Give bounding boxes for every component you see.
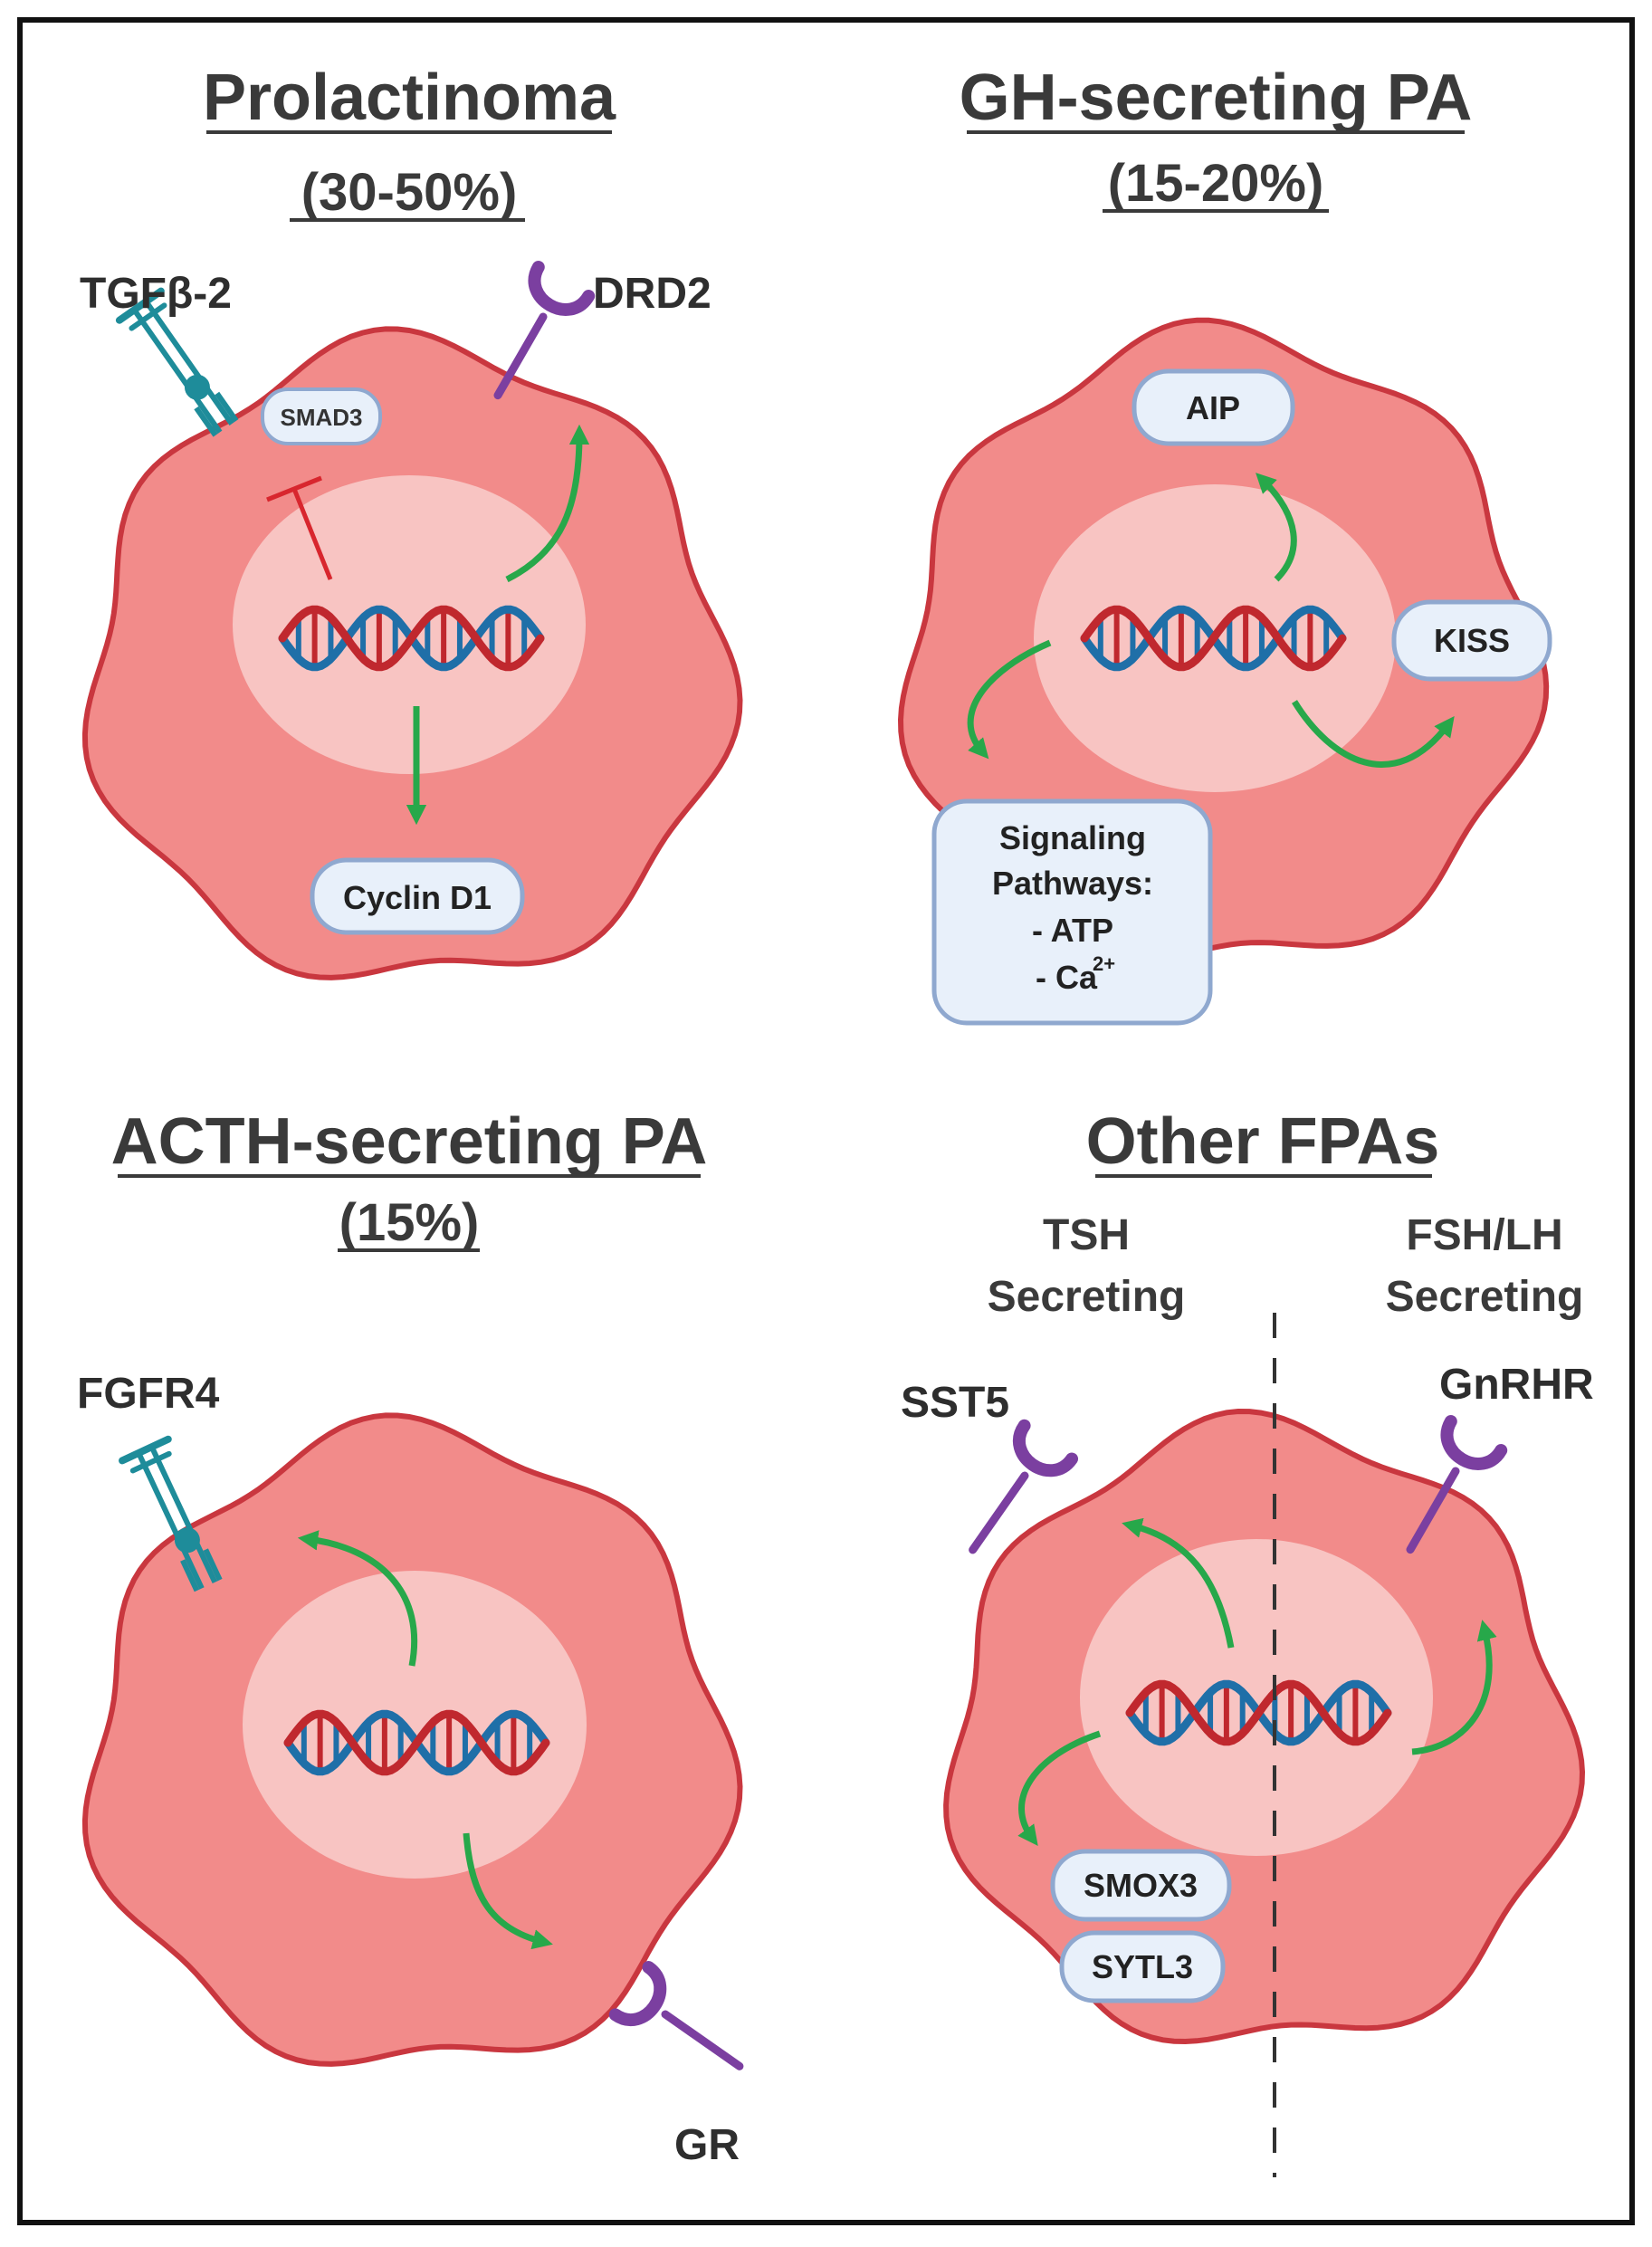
fgfr4-receptor-icon [119, 1435, 223, 1592]
panel-gh-secreting: GH-secreting PA (15-20%) AIP KISS Signal… [897, 62, 1552, 1026]
receptor-stem [969, 1471, 1029, 1554]
drd2-label: DRD2 [593, 270, 711, 318]
gh-dna-icon [1080, 605, 1347, 672]
tgfb2-label: TGFβ-2 [80, 270, 232, 318]
dna-strand [1080, 605, 1347, 672]
drd2-receptor-icon [493, 261, 596, 400]
receptor-tail [194, 406, 218, 437]
arrow-dna-to-signaling [967, 639, 1052, 760]
receptor-cup [1440, 1415, 1508, 1470]
signaling-line-4: - Ca [1036, 959, 1098, 996]
acth-dna-icon [283, 1709, 550, 1776]
signaling-pathways-box [931, 798, 1213, 1026]
arrow-dna-to-gnrhr [1411, 1620, 1497, 1755]
receptor-kinase [174, 1527, 200, 1554]
gr-receptor-icon [608, 1960, 744, 2070]
receptor-tail [203, 1548, 223, 1582]
signaling-ca-superscript: 2+ [1093, 952, 1115, 975]
smox3-label: SMOX3 [1084, 1867, 1198, 1904]
sst5-label: SST5 [901, 1379, 1009, 1427]
gh-percent: (15-20%) [1108, 154, 1324, 213]
dna-strand [283, 1709, 550, 1776]
receptor-head [129, 302, 167, 331]
arrow-dna-to-gr [463, 1832, 553, 1950]
aip-box [1132, 368, 1295, 446]
figure-frame [17, 17, 1635, 2225]
fgfr4-label: FGFR4 [77, 1370, 220, 1418]
receptor-tail [215, 391, 239, 423]
smad3-box [261, 387, 382, 445]
fshlh-label-line-1: FSH/LH [1406, 1211, 1562, 1259]
inhibition-arrow-smad3 [266, 475, 333, 580]
prolactinoma-percent: (30-50%) [301, 163, 518, 222]
receptor-head [129, 1450, 172, 1474]
receptor-chain [143, 300, 234, 425]
receptor-chain [136, 1451, 205, 1590]
receptor-stem [661, 2010, 744, 2070]
acth-percent: (15%) [339, 1193, 480, 1252]
panel-other-fpas: Other FPAs TSH Secreting FSH/LH Secretin… [901, 1105, 1594, 2177]
gnrhr-receptor-icon [1406, 1415, 1508, 1554]
receptor-cup [528, 261, 596, 316]
tsh-label-line-1: TSH [1043, 1211, 1130, 1259]
receptor-head [115, 287, 165, 324]
panel-acth-secreting: ACTH-secreting PA (15%) FGFR4 GR [77, 1105, 744, 2169]
signaling-line-2: Pathways: [992, 865, 1153, 902]
signaling-line-1: Signaling [999, 819, 1146, 856]
receptor-stem [493, 312, 548, 400]
acth-nucleus [243, 1571, 587, 1879]
arrow-dna-to-aip [1256, 473, 1297, 582]
receptor-stem [1406, 1467, 1460, 1554]
receptor-cup [1012, 1419, 1079, 1477]
smad3-label: SMAD3 [280, 404, 362, 431]
sst5-receptor-icon [969, 1419, 1079, 1554]
other-nucleus [1080, 1539, 1433, 1856]
dna-strand [278, 605, 545, 672]
gnrhr-label: GnRHR [1439, 1361, 1594, 1409]
other-title: Other FPAs [1086, 1105, 1440, 1178]
panel-prolactinoma: Prolactinoma (30-50%) TGFβ-2 DRD2 SMAD3 … [80, 62, 743, 980]
tsh-label-line-2: Secreting [988, 1273, 1186, 1321]
tgfb2-receptor-icon [115, 287, 239, 437]
receptor-tail [180, 1559, 200, 1592]
smox3-box [1050, 1849, 1232, 1922]
signaling-line-3: - ATP [1032, 912, 1113, 949]
receptor-kinase [184, 374, 210, 400]
receptor-cup [608, 1960, 667, 2027]
sytl3-label: SYTL3 [1092, 1948, 1193, 1985]
dna-strand [1125, 1679, 1392, 1746]
receptor-chain [148, 1445, 218, 1583]
arrow-dna-to-sst5 [1122, 1517, 1235, 1649]
cyclin-d1-box [310, 857, 525, 935]
kiss-box [1391, 599, 1552, 682]
arrow-dna-to-drd2 [505, 424, 590, 583]
cyclin-d1-label: Cyclin D1 [343, 879, 492, 916]
receptor-chain [131, 308, 223, 435]
other-dna-icon [1125, 1679, 1392, 1746]
fshlh-label-line-2: Secreting [1386, 1273, 1584, 1321]
arrow-dna-to-fgfr4 [297, 1530, 418, 1667]
gr-label: GR [674, 2121, 740, 2169]
aip-label: AIP [1186, 389, 1240, 426]
prolactinoma-title: Prolactinoma [203, 62, 616, 134]
kiss-label: KISS [1434, 622, 1510, 659]
sytl3-box [1059, 1930, 1226, 2003]
gh-title: GH-secreting PA [960, 62, 1473, 134]
arrow-dna-to-kiss [1292, 700, 1455, 768]
acth-title: ACTH-secreting PA [111, 1105, 708, 1178]
arrow-dna-to-smox3 [1017, 1730, 1102, 1846]
prolactinoma-dna-icon [278, 605, 545, 672]
receptor-head [119, 1435, 172, 1465]
